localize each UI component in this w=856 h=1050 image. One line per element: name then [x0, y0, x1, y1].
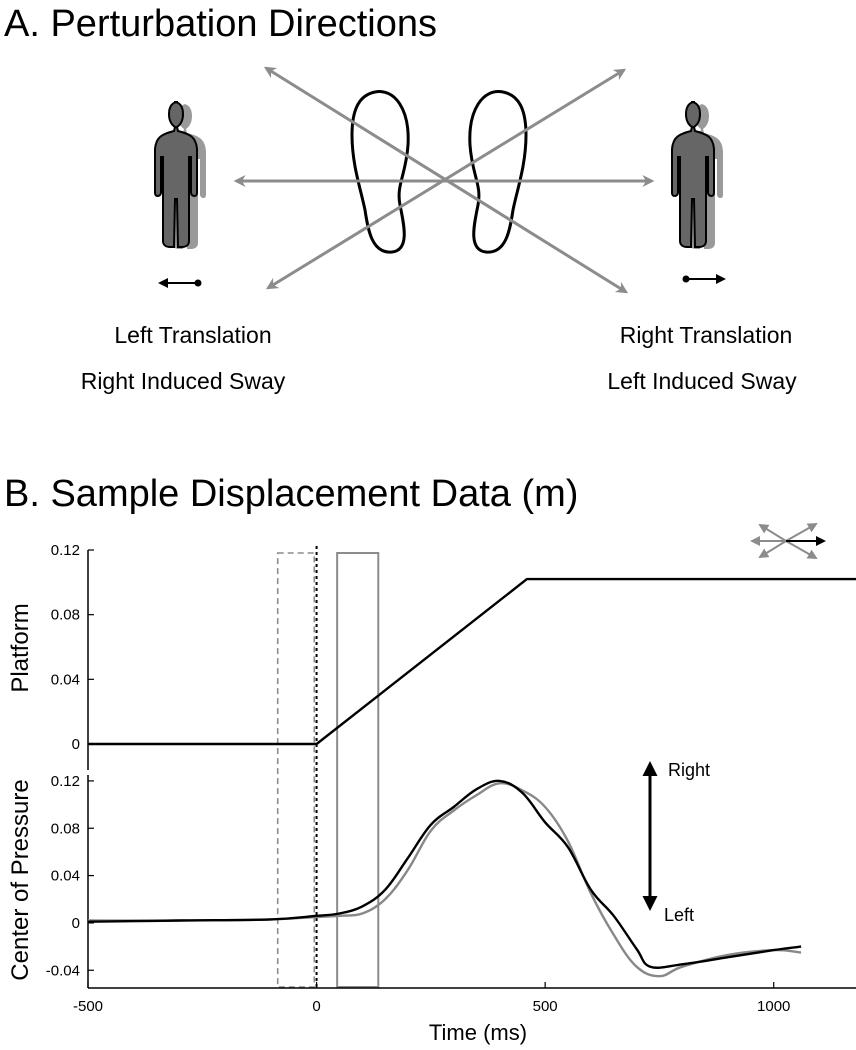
platform-ytick-label: 0.04 [51, 671, 80, 688]
right-figure-icon [671, 101, 726, 284]
panel-b-title: B. Sample Displacement Data (m) [4, 473, 578, 515]
cop-ytick-label: -0.04 [46, 962, 80, 979]
platform-ylabel: Platform [7, 603, 34, 692]
cop-series-black [87, 779, 802, 969]
platform-ytick-label: 0.08 [51, 607, 80, 624]
cop-xtick-label: 1000 [757, 998, 790, 1015]
cop-xlabel: Time (ms) [429, 1020, 527, 1045]
cop-ytick-label: 0 [72, 915, 80, 932]
cop-ytick-label: 0.12 [51, 773, 80, 790]
cop-xtick-label: 0 [312, 998, 320, 1015]
arrow-diagonal-down [263, 66, 629, 294]
left-caption-line1: Left Translation [114, 322, 271, 348]
panel-a-title: A. Perturbation Directions [4, 3, 437, 45]
cop-xtick-label: -500 [73, 998, 103, 1015]
sway-direction-annotation: Right Left [642, 760, 710, 925]
arrow-label-left: Left [664, 905, 694, 925]
platform-series-black [88, 577, 856, 746]
panel-a: A. Perturbation Directions Left Translat… [4, 3, 797, 394]
cop-ylabel: Center of Pressure [7, 779, 34, 980]
platform-ytick-label: 0.12 [51, 542, 80, 559]
right-caption-line1: Right Translation [620, 322, 793, 348]
baseline-window-dashed [276, 552, 316, 988]
platform-chart: 0.12 0.08 0.04 0 [51, 542, 856, 988]
foot-outline-icon [468, 90, 528, 254]
left-caption-line2: Right Induced Sway [81, 368, 286, 394]
cop-ytick-label: 0.04 [51, 868, 80, 885]
perturbation-arrows [233, 66, 655, 294]
arrow-label-right: Right [668, 760, 710, 780]
cop-series-gray [87, 781, 802, 978]
response-window [336, 552, 380, 988]
panel-b: B. Sample Displacement Data (m) 0.12 0.08… [4, 473, 856, 1045]
left-figure-icon [154, 101, 206, 288]
foot-outline-icon [350, 90, 410, 254]
cop-chart: 0.12 0.08 0.04 0 -0.04 -500 0 500 1000 [46, 773, 856, 1015]
right-caption-line2: Left Induced Sway [607, 368, 797, 394]
direction-legend-icon [750, 523, 826, 559]
cop-xtick-label: 500 [533, 998, 558, 1015]
platform-ytick-label: 0 [72, 736, 80, 753]
cop-ytick-label: 0.08 [51, 820, 80, 837]
